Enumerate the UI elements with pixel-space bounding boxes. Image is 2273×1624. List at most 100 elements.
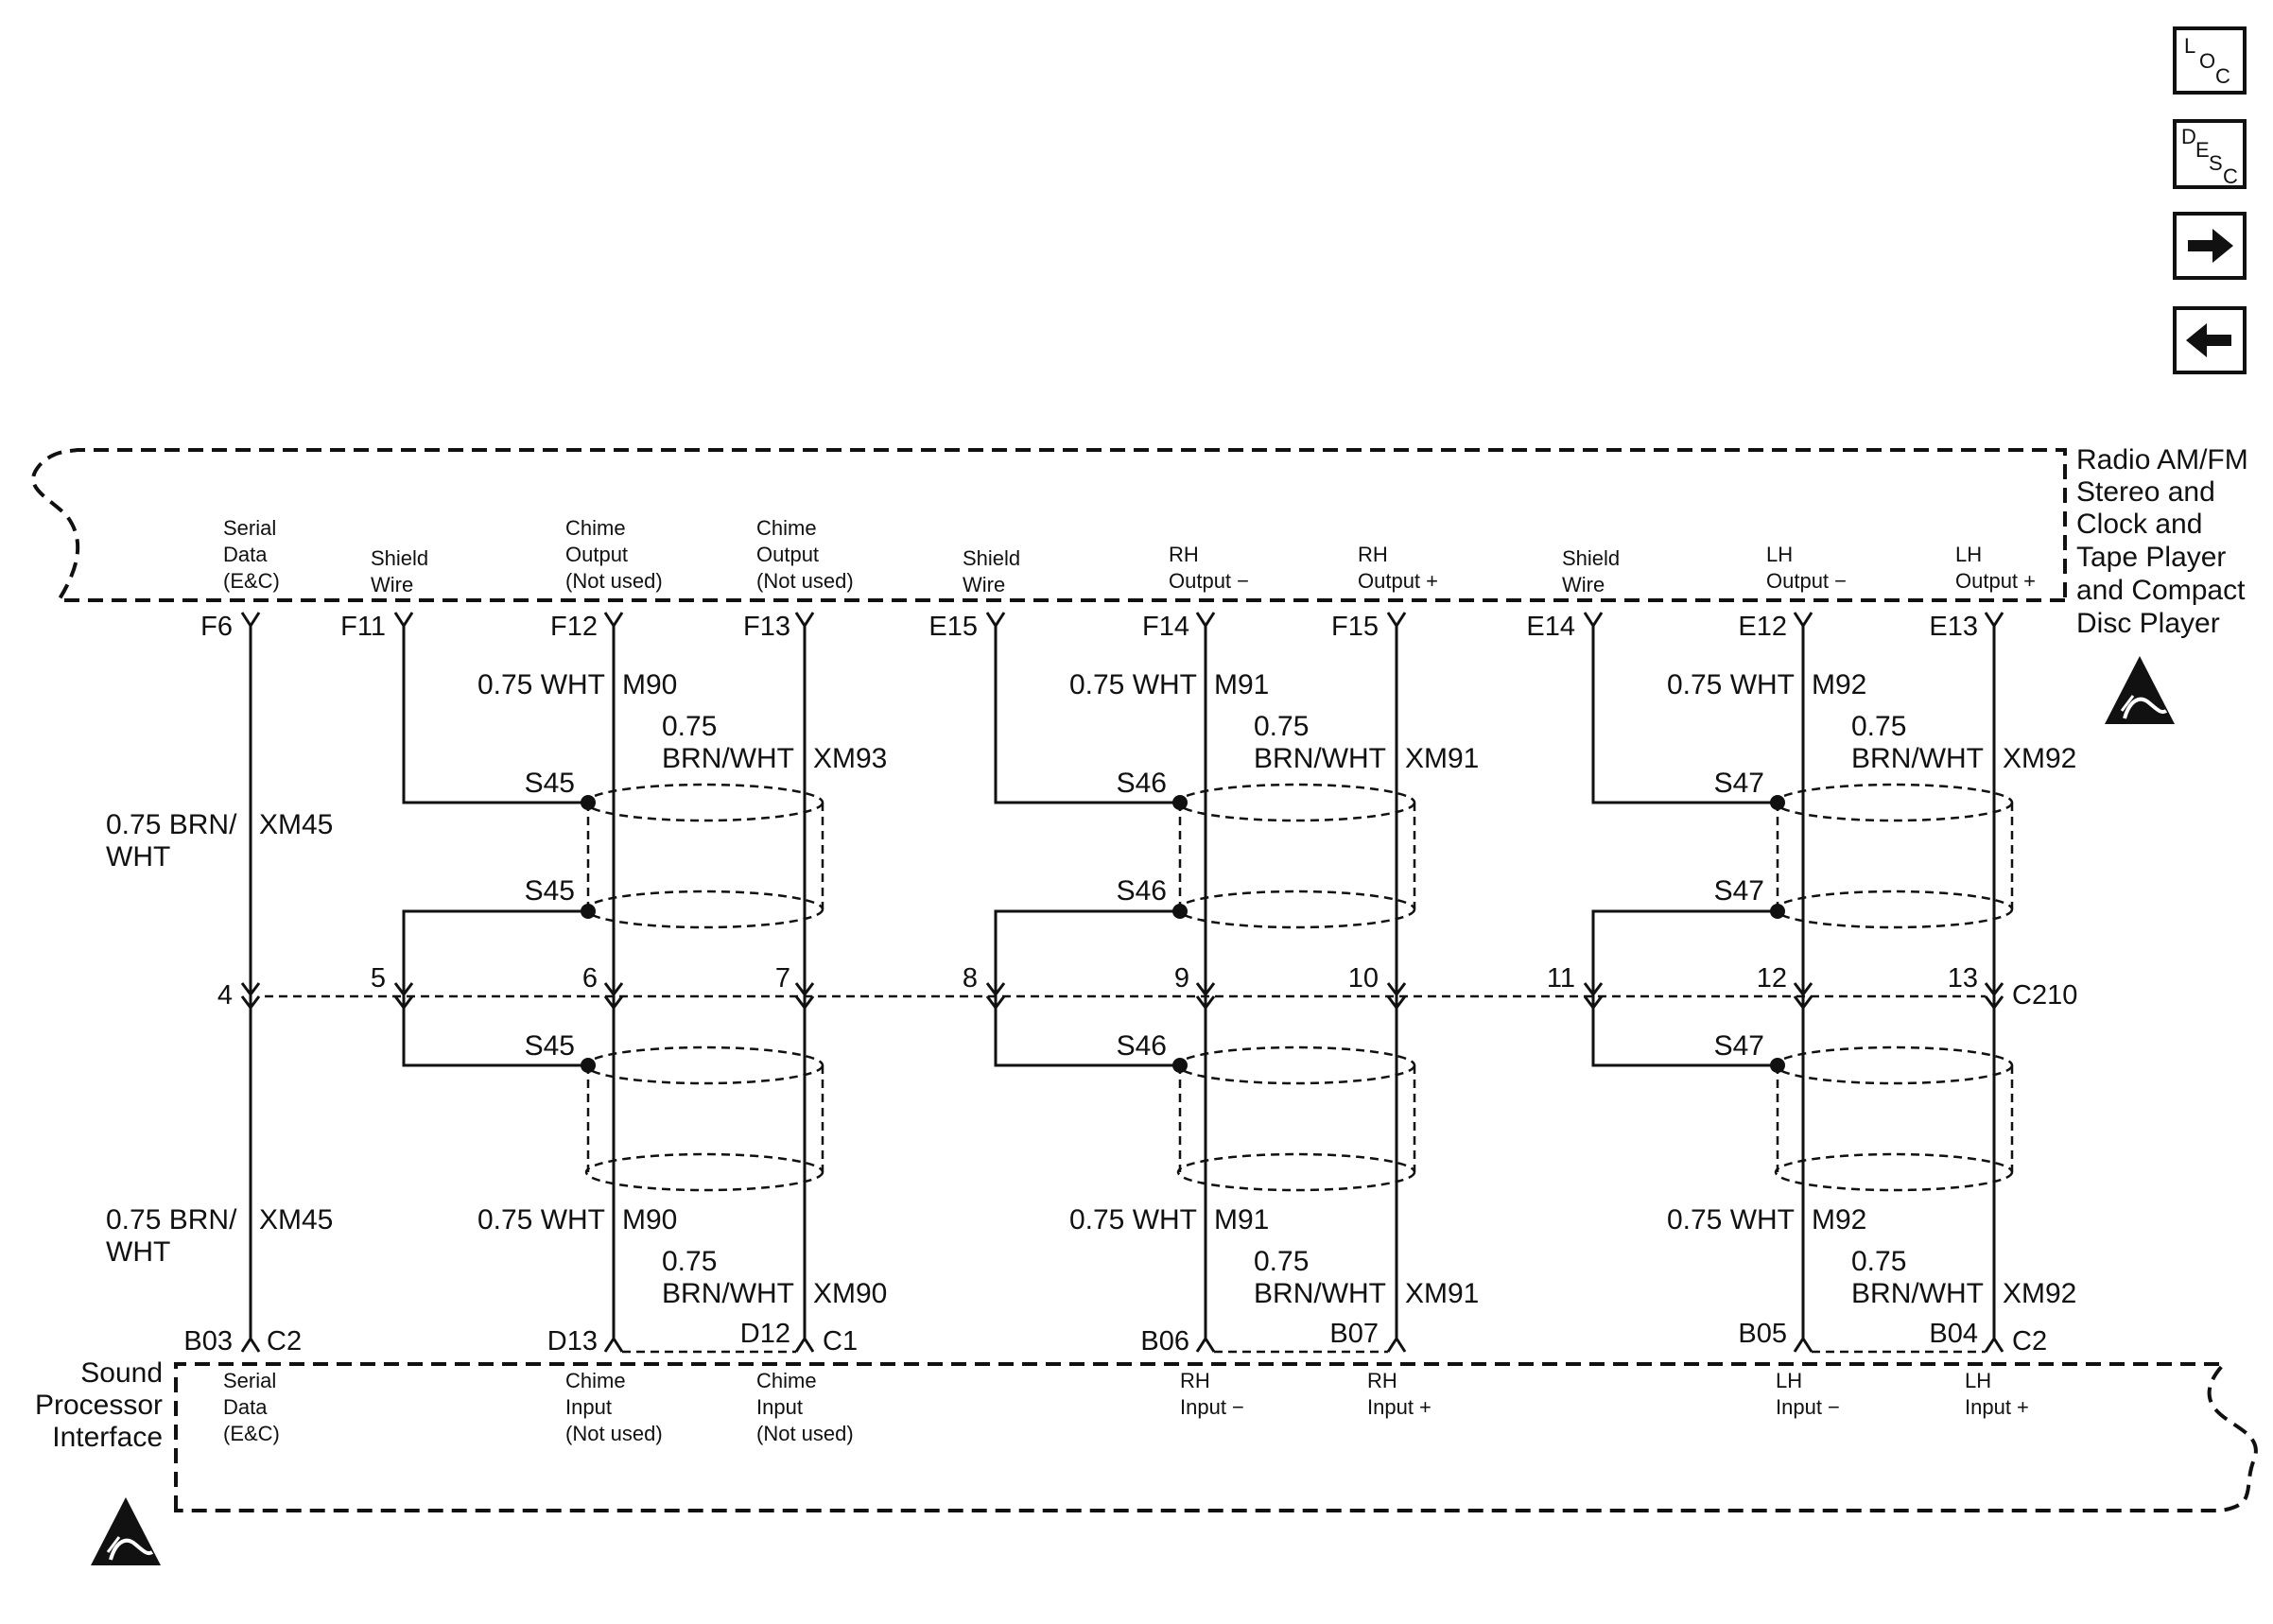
svg-text:(E&C): (E&C) (223, 569, 280, 593)
svg-text:M92: M92 (1812, 1204, 1866, 1235)
svg-text:Wire: Wire (371, 573, 413, 596)
svg-text:Shield: Shield (371, 546, 428, 570)
svg-text:F13: F13 (743, 612, 790, 642)
svg-text:(Not used): (Not used) (756, 569, 854, 593)
svg-text:RH: RH (1358, 543, 1388, 566)
svg-text:BRN/WHT: BRN/WHT (1851, 1278, 1984, 1309)
radio-component-outline (31, 448, 2067, 602)
svg-text:(E&C): (E&C) (223, 1422, 280, 1445)
svg-text:0.75 WHT: 0.75 WHT (477, 1204, 605, 1235)
svg-text:Output −: Output − (1766, 569, 1847, 593)
svg-text:Output +: Output + (1955, 569, 2036, 593)
svg-text:E14: E14 (1526, 612, 1575, 642)
svg-text:Chime: Chime (565, 516, 626, 540)
svg-text:C2: C2 (2012, 1326, 2047, 1356)
svg-text:Input −: Input − (1776, 1395, 1840, 1419)
svg-text:0.75 WHT: 0.75 WHT (1069, 669, 1197, 700)
sp-pin-numbers: B03 C2 D13 D12 C1 B06 B07 B05 B04 C2 (183, 1319, 2047, 1356)
svg-text:B07: B07 (1329, 1319, 1379, 1349)
svg-text:B04: B04 (1929, 1319, 1978, 1349)
svg-text:Input: Input (756, 1395, 803, 1419)
svg-text:XM92: XM92 (2003, 743, 2076, 774)
svg-text:BRN/WHT: BRN/WHT (1254, 743, 1386, 774)
svg-text:RH: RH (1180, 1369, 1210, 1392)
svg-text:(Not used): (Not used) (756, 1422, 854, 1445)
svg-text:F6: F6 (200, 612, 233, 642)
svg-text:10: 10 (1348, 963, 1379, 993)
sound-processor-name: Sound Processor Interface (35, 1357, 163, 1453)
circuit-wires (249, 626, 1996, 1340)
svg-text:S47: S47 (1714, 875, 1764, 907)
svg-text:XM92: XM92 (2003, 1278, 2076, 1309)
svg-text:F11: F11 (340, 612, 386, 642)
svg-text:B05: B05 (1738, 1319, 1787, 1349)
left-arrow-icon (2186, 323, 2231, 357)
svg-text:Tape Player: Tape Player (2076, 542, 2226, 573)
sp-pin-labels: Serial Data (E&C) Chime Input (Not used)… (223, 1369, 2029, 1445)
svg-text:BRN/WHT: BRN/WHT (1851, 743, 1984, 774)
svg-text:Input −: Input − (1180, 1395, 1244, 1419)
svg-text:Chime: Chime (565, 1369, 626, 1392)
svg-text:S46: S46 (1117, 768, 1167, 799)
svg-text:13: 13 (1948, 963, 1978, 993)
svg-text:D13: D13 (547, 1326, 598, 1356)
svg-text:E15: E15 (928, 612, 978, 642)
svg-text:0.75 WHT: 0.75 WHT (1667, 669, 1795, 700)
next-page-button[interactable] (2173, 212, 2247, 280)
svg-text:XM45: XM45 (259, 809, 333, 840)
svg-text:12: 12 (1757, 963, 1787, 993)
loc-button[interactable]: L O C (2173, 26, 2247, 95)
desc-letter-4: C (2223, 164, 2238, 188)
splice-labels: S45 S45 S45 S46 S46 S46 S47 S47 S47 (525, 768, 1764, 1062)
svg-text:C1: C1 (823, 1326, 858, 1356)
wire-labels-lower: 0.75 BRN/ WHT XM45 0.75 WHT M90 0.75 BRN… (106, 1204, 2076, 1309)
sp-terminals (240, 1336, 2004, 1353)
svg-text:8: 8 (963, 963, 978, 993)
svg-text:M92: M92 (1812, 669, 1866, 700)
svg-text:B03: B03 (183, 1326, 233, 1356)
svg-text:0.75 BRN/: 0.75 BRN/ (106, 1204, 237, 1235)
svg-text:F15: F15 (1331, 612, 1379, 642)
svg-text:LH: LH (1955, 543, 1982, 566)
svg-text:RH: RH (1169, 543, 1199, 566)
svg-text:0.75 BRN/: 0.75 BRN/ (106, 809, 237, 840)
prev-page-button[interactable] (2173, 306, 2247, 374)
svg-text:Output −: Output − (1169, 569, 1249, 593)
svg-text:(Not used): (Not used) (565, 1422, 663, 1445)
svg-text:LH: LH (1776, 1369, 1802, 1392)
svg-text:Stereo and: Stereo and (2076, 476, 2215, 508)
loc-letter-1: L (2184, 34, 2195, 58)
svg-text:Output: Output (565, 543, 628, 566)
svg-text:M90: M90 (622, 1204, 677, 1235)
svg-text:Radio AM/FM: Radio AM/FM (2076, 444, 2248, 475)
svg-text:E13: E13 (1929, 612, 1978, 642)
svg-text:(Not used): (Not used) (565, 569, 663, 593)
svg-text:7: 7 (775, 963, 790, 993)
svg-text:D12: D12 (740, 1319, 790, 1349)
svg-text:Data: Data (223, 543, 268, 566)
svg-text:BRN/WHT: BRN/WHT (662, 743, 794, 774)
svg-text:0.75: 0.75 (1254, 1246, 1309, 1277)
svg-text:Input: Input (565, 1395, 612, 1419)
svg-text:WHT: WHT (106, 1236, 170, 1268)
svg-text:LH: LH (1766, 543, 1793, 566)
desc-letter-2: E (2195, 138, 2210, 162)
svg-text:Disc Player: Disc Player (2076, 608, 2220, 639)
sound-processor-outline (174, 1362, 2258, 1512)
svg-text:LH: LH (1965, 1369, 1991, 1392)
svg-text:S46: S46 (1117, 875, 1167, 907)
svg-text:6: 6 (582, 963, 598, 993)
svg-text:and Compact: and Compact (2076, 575, 2246, 606)
svg-text:M91: M91 (1214, 669, 1269, 700)
svg-text:S47: S47 (1714, 1030, 1764, 1062)
desc-letter-1: D (2181, 125, 2196, 148)
svg-text:5: 5 (371, 963, 386, 993)
svg-text:0.75: 0.75 (1254, 711, 1309, 742)
svg-text:S45: S45 (525, 875, 575, 907)
desc-button[interactable]: D E S C (2173, 119, 2247, 189)
svg-text:Wire: Wire (963, 573, 1005, 596)
svg-text:11: 11 (1547, 963, 1575, 993)
radio-pin-labels: Serial Data (E&C) Shield Wire Chime Outp… (223, 516, 2036, 596)
svg-text:0.75 WHT: 0.75 WHT (477, 669, 605, 700)
